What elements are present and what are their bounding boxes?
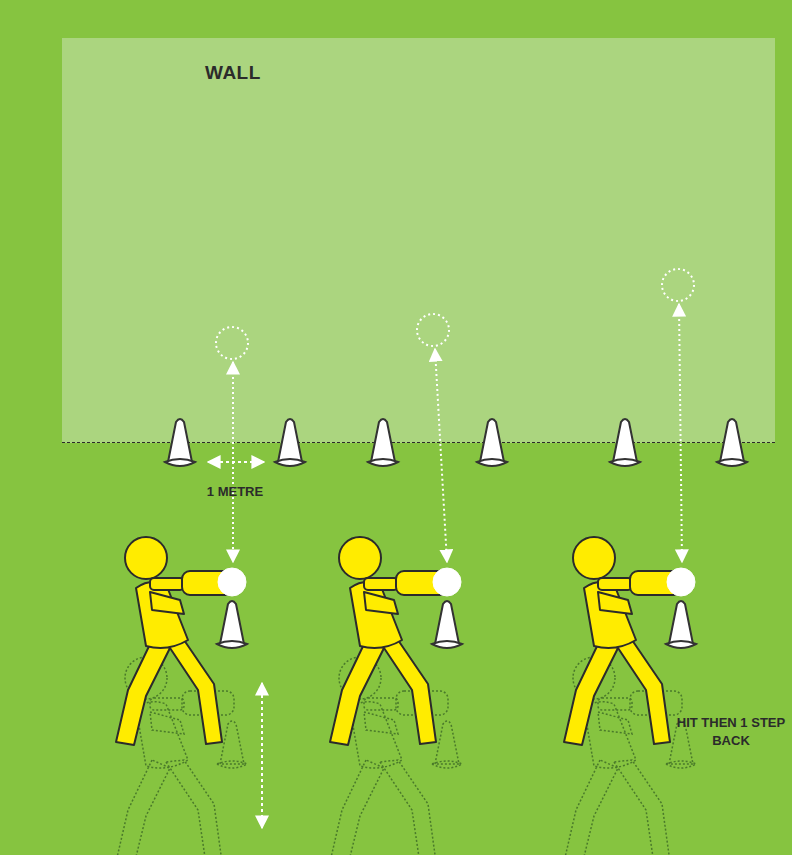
spacing-arrow: [208, 461, 264, 463]
target-circles: [216, 269, 694, 359]
flight-arrows: [233, 304, 682, 562]
distance-label: 1 METRE: [176, 483, 294, 501]
node-title: WALL: [205, 62, 261, 84]
wall-cones: [165, 419, 747, 466]
balls: [218, 568, 695, 596]
tee-cones: [217, 601, 696, 648]
batters: [116, 537, 682, 745]
wall-area: WALL: [62, 38, 775, 443]
instruction-note: HIT THEN 1 STEP BACK: [676, 714, 786, 749]
step-back-arrow: [261, 683, 263, 828]
